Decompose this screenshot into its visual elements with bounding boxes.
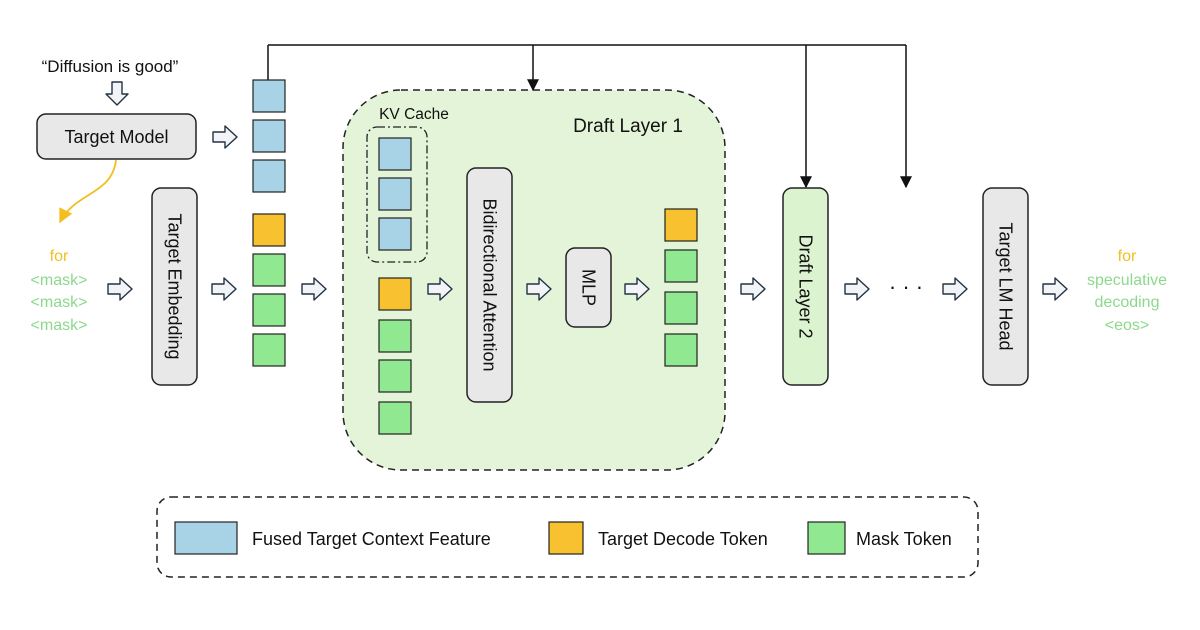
mlp-label: MLP (579, 269, 599, 306)
draft-layer-2-label: Draft Layer 2 (796, 234, 816, 338)
output-token-speculative: speculative (1087, 272, 1167, 289)
kv-cache-token (378, 217, 412, 251)
mask-token (378, 319, 412, 353)
mask-token (664, 249, 698, 283)
model-to-features-arrow (212, 125, 238, 149)
prompt-to-model-arrow (105, 81, 129, 106)
legend-swatch-mask-token (807, 521, 846, 555)
draft2-to-more-arrow (844, 277, 870, 301)
kv-cache-label: KV Cache (379, 106, 449, 123)
decode-token-link (59, 159, 117, 224)
draft-layer-2-box (782, 187, 829, 386)
target-embedding-label: Target Embedding (165, 213, 185, 359)
tokens-to-draft-arrow (301, 277, 327, 301)
decode-token (378, 277, 412, 311)
embedding-to-tokens-arrow (211, 277, 237, 301)
context-feature-token (252, 79, 286, 113)
legend-label-context-feature: Fused Target Context Feature (252, 529, 491, 549)
kv-cache-token (378, 137, 412, 171)
legend-label-mask-token: Mask Token (856, 529, 952, 549)
decode-token (252, 213, 286, 247)
attention-to-mlp-arrow (526, 277, 552, 301)
flow-arrows (105, 81, 1068, 301)
tokens-to-embedding-arrow (107, 277, 133, 301)
mlp-box (565, 247, 612, 328)
output-token-for: for (1118, 248, 1137, 265)
target-embedding-box (151, 187, 198, 386)
draft-layer-1-label: Draft Layer 1 (573, 116, 683, 137)
target-model-label: Target Model (64, 127, 168, 147)
mask-token (378, 359, 412, 393)
legend-swatch-context-feature (174, 521, 238, 555)
target-model-box (36, 113, 197, 160)
output-token-decoding: decoding (1095, 294, 1160, 311)
input-token-for: for (50, 248, 69, 265)
input-token-mask-2: <mask> (31, 294, 88, 311)
token-squares (252, 79, 698, 435)
mask-token (252, 253, 286, 287)
input-token-mask-3: <mask> (31, 317, 88, 334)
mask-token (378, 401, 412, 435)
input-token-mask-1: <mask> (31, 272, 88, 289)
mask-token (664, 333, 698, 367)
context-feature-token (252, 159, 286, 193)
legend-label-decode-token: Target Decode Token (598, 529, 768, 549)
head-to-output-arrow (1042, 277, 1068, 301)
mask-token (252, 293, 286, 327)
output-token-eos: <eos> (1105, 317, 1149, 334)
mask-token (664, 291, 698, 325)
mlp-to-output-arrow (624, 277, 650, 301)
context-feature-token (252, 119, 286, 153)
more-layers-ellipsis: · · · (889, 274, 923, 299)
bidirectional-attention-box (466, 167, 513, 403)
target-lm-head-box (982, 187, 1029, 386)
legend-swatch-decode-token (548, 521, 584, 555)
draft-input-to-attention-arrow (427, 277, 453, 301)
kv-cache-token (378, 177, 412, 211)
decode-token (664, 208, 698, 242)
context-feature-feedback-lines (267, 44, 912, 189)
draft1-to-draft2-arrow (740, 277, 766, 301)
target-lm-head-label: Target LM Head (996, 222, 1016, 350)
kv-cache-group (366, 126, 428, 263)
mask-token (252, 333, 286, 367)
bidirectional-attention-label: Bidirectional Attention (480, 198, 500, 371)
more-to-head-arrow (942, 277, 968, 301)
input-prompt: “Diffusion is good” (42, 57, 179, 76)
